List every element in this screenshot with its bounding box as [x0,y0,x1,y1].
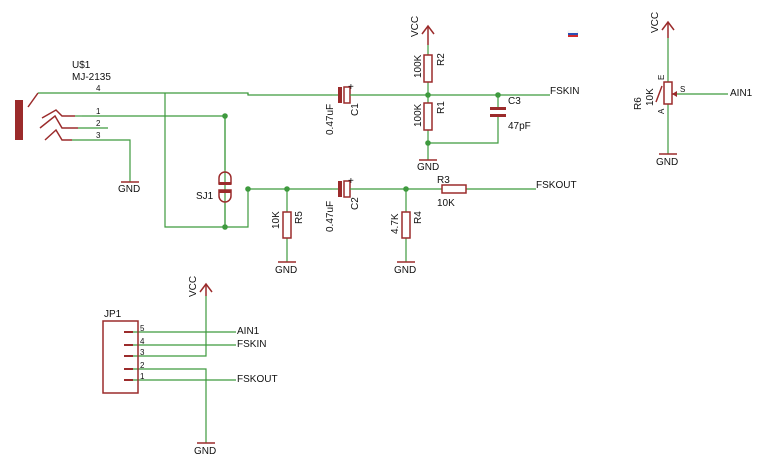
junction-dot [222,113,228,119]
c1-polarity: + [348,82,354,93]
resistor-r4: R4 4.7K [390,211,424,239]
c1-value: 0.47uF [325,104,336,135]
r6-value: 10K [645,88,656,106]
resistor-r3: R3 10K [437,175,467,209]
gnd-label: GND [394,265,416,276]
audio-jack-u1: U$1 MJ-2135 4 1 2 3 [15,60,111,141]
flag-icon [567,30,579,37]
header-jp1: JP1 5 4 3 2 1 [102,309,145,394]
vcc-symbol: VCC [188,276,213,297]
potentiometer-r6: E A S R6 10K [633,75,685,114]
vcc-symbol: VCC [650,12,675,38]
ground-symbol: GND [194,442,216,457]
r2-value: 100K [413,54,424,78]
capacitor-c1: + C1 0.47uF [325,82,361,135]
junction-dot [495,92,501,98]
jp1-name: JP1 [104,309,122,320]
u1-pin: 2 [96,119,101,128]
vcc-label: VCC [188,276,199,297]
gnd-label: GND [118,184,140,195]
capacitor-c3: C3 47pF [490,96,531,132]
r6-pin-a: A [657,108,666,114]
ground-symbol: GND [275,261,297,276]
net-label-ain1: AIN1 [730,88,753,99]
net-label-ain1: AIN1 [237,326,260,337]
jp1-pin: 1 [140,372,145,381]
r5-value: 10K [271,211,282,229]
wires [38,38,728,443]
r4-name: R4 [413,211,424,224]
ground-symbol: GND [656,153,678,168]
c1-name: C1 [350,103,361,116]
vcc-symbols: VCC VCC VCC [188,12,675,297]
r2-name: R2 [436,53,447,66]
jp1-pin: 5 [140,324,145,333]
net-label-fskout: FSKOUT [536,180,577,191]
ground-symbol: GND [417,159,439,173]
junction-dot [403,186,409,192]
u1-name: U$1 [72,60,91,71]
r1-name: R1 [436,101,447,114]
net-labels: FSKIN FSKOUT AIN1 AIN1 FSKIN FSKOUT [237,86,753,385]
vcc-label: VCC [410,16,421,37]
u1-pin: 1 [96,107,101,116]
u1-pin: 4 [96,84,101,93]
junctions [222,92,501,230]
r6-name: R6 [633,97,644,110]
gnd-label: GND [194,446,216,457]
u1-part: MJ-2135 [72,72,111,83]
net-label-fskin: FSKIN [237,339,266,350]
c3-value: 47pF [508,121,531,132]
jp1-pin: 2 [140,361,145,370]
solder-jumper-sj1: SJ1 [196,171,232,203]
junction-dot [425,92,431,98]
vcc-symbol: VCC [410,16,435,45]
gnd-symbols: GND GND GND GND GND GND [118,153,678,457]
r5-name: R5 [294,211,305,224]
u1-pin: 3 [96,131,101,140]
junction-dot [245,186,251,192]
resistor-r1: R1 100K [413,101,447,131]
gnd-label: GND [275,265,297,276]
junction-dot [284,186,290,192]
r3-name: R3 [437,175,450,186]
c2-value: 0.47uF [325,201,336,232]
capacitor-c2: + C2 0.47uF [325,176,361,232]
c3-name: C3 [508,96,521,107]
c2-name: C2 [350,197,361,210]
jp1-pin: 4 [140,337,145,346]
r6-pin-s: S [680,85,685,94]
jp1-pin: 3 [140,348,145,357]
junction-dot [425,140,431,146]
gnd-label: GND [417,162,439,173]
r6-pin-e: E [657,75,666,80]
ground-symbol: GND [394,261,416,276]
ground-symbol: GND [118,181,140,195]
vcc-label: VCC [650,12,661,33]
gnd-label: GND [656,157,678,168]
net-label-fskout: FSKOUT [237,374,278,385]
resistor-r2: R2 100K [413,53,447,83]
r1-value: 100K [413,103,424,127]
r3-value: 10K [437,198,455,209]
net-label-fskin: FSKIN [550,86,579,97]
junction-dot [222,224,228,230]
resistor-r5: R5 10K [271,211,305,239]
r4-value: 4.7K [390,213,401,234]
sj1-name: SJ1 [196,191,214,202]
c2-polarity: + [348,176,354,187]
